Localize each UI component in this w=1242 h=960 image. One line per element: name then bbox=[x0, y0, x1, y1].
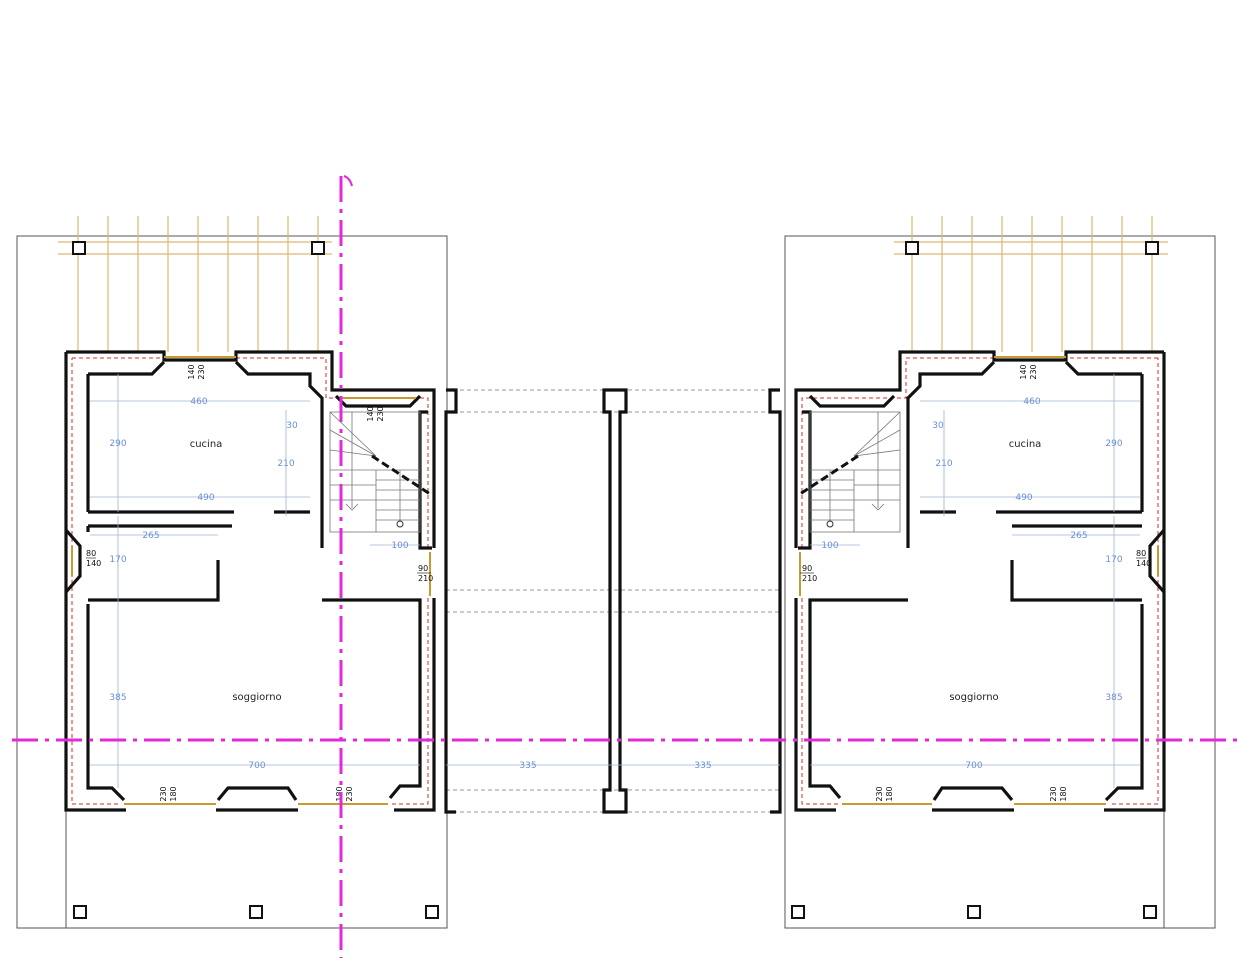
svg-text:90: 90 bbox=[418, 564, 428, 573]
svg-text:80: 80 bbox=[86, 549, 96, 558]
svg-text:90: 90 bbox=[802, 564, 812, 573]
svg-text:140: 140 bbox=[187, 364, 196, 379]
svg-text:180: 180 bbox=[169, 786, 178, 801]
window-tag-bottom-2: 180 230 bbox=[335, 786, 354, 801]
pergola-post bbox=[311, 241, 325, 255]
central-passage bbox=[444, 388, 782, 814]
dim-kitchen-width: 460 bbox=[1023, 397, 1040, 407]
svg-text:230: 230 bbox=[197, 364, 206, 379]
svg-text:210: 210 bbox=[418, 574, 433, 583]
window-tag-top: 140 230 bbox=[1019, 364, 1038, 379]
window-tag-bottom-1: 230 180 bbox=[875, 786, 894, 801]
pergola-post bbox=[72, 241, 86, 255]
site-outline bbox=[16, 235, 1216, 929]
svg-text:180: 180 bbox=[1059, 786, 1068, 801]
staircase-left bbox=[329, 411, 431, 533]
dim-span-210: 210 bbox=[277, 459, 294, 469]
window-tag-door: 90 210 bbox=[417, 564, 433, 583]
dim-living-385: 385 bbox=[109, 693, 126, 703]
dim-stair-100: 100 bbox=[391, 541, 408, 551]
pergola-post bbox=[905, 241, 919, 255]
svg-text:140: 140 bbox=[1136, 559, 1151, 568]
dim-corridor-170: 170 bbox=[109, 555, 126, 565]
porch-posts bbox=[73, 905, 1157, 919]
dim-width-490: 490 bbox=[1015, 493, 1032, 503]
svg-text:230: 230 bbox=[1029, 364, 1038, 379]
svg-text:230: 230 bbox=[159, 786, 168, 801]
window-tag-door: 90 210 bbox=[800, 564, 817, 583]
central-dims: 335 335 bbox=[446, 761, 780, 771]
dim-central-right: 335 bbox=[694, 761, 711, 771]
dim-span-210: 210 bbox=[935, 459, 952, 469]
dim-wall-30: 30 bbox=[932, 421, 944, 431]
dim-corridor-170: 170 bbox=[1105, 555, 1122, 565]
window-tag-bottom-1: 230 180 bbox=[159, 786, 178, 801]
svg-text:140: 140 bbox=[366, 406, 375, 421]
window-tag-side: 80 140 bbox=[1136, 549, 1151, 568]
room-label-kitchen: cucina bbox=[1009, 439, 1042, 450]
window-tag-stair: 140 230 bbox=[366, 406, 385, 421]
pergola-right bbox=[894, 216, 1168, 352]
unit-left: cucina soggiorno 460 290 30 210 490 265 … bbox=[64, 350, 436, 812]
svg-text:140: 140 bbox=[1019, 364, 1028, 379]
dim-kitchen-width: 460 bbox=[190, 397, 207, 407]
unit-right: cucina soggiorno 460 290 30 210 490 265 … bbox=[794, 350, 1166, 812]
svg-text:230: 230 bbox=[1049, 786, 1058, 801]
svg-text:210: 210 bbox=[802, 574, 817, 583]
room-label-living: soggiorno bbox=[232, 692, 281, 703]
svg-text:180: 180 bbox=[885, 786, 894, 801]
svg-text:230: 230 bbox=[345, 786, 354, 801]
pergola-left bbox=[58, 216, 332, 352]
dim-stair-100: 100 bbox=[821, 541, 838, 551]
dim-width-490: 490 bbox=[197, 493, 214, 503]
dim-wall-30: 30 bbox=[286, 421, 298, 431]
room-label-kitchen: cucina bbox=[190, 439, 223, 450]
pergola-post bbox=[1145, 241, 1159, 255]
axis-lines bbox=[12, 175, 1240, 958]
svg-text:140: 140 bbox=[86, 559, 101, 568]
dim-central-left: 335 bbox=[519, 761, 536, 771]
dim-kitchen-height: 290 bbox=[109, 439, 126, 449]
window-tag-top: 140 230 bbox=[187, 364, 206, 379]
dim-corridor-265: 265 bbox=[1070, 531, 1087, 541]
staircase-right bbox=[799, 411, 901, 533]
svg-text:230: 230 bbox=[376, 406, 385, 421]
dim-living-385: 385 bbox=[1105, 693, 1122, 703]
dim-living-700: 700 bbox=[248, 761, 265, 771]
room-label-living: soggiorno bbox=[949, 692, 998, 703]
dim-living-700: 700 bbox=[965, 761, 982, 771]
dim-corridor-265: 265 bbox=[142, 531, 159, 541]
dim-kitchen-height: 290 bbox=[1105, 439, 1122, 449]
svg-text:80: 80 bbox=[1136, 549, 1146, 558]
window-tag-side: 80 140 bbox=[86, 549, 101, 568]
window-tag-bottom-2: 230 180 bbox=[1049, 786, 1068, 801]
svg-text:230: 230 bbox=[875, 786, 884, 801]
